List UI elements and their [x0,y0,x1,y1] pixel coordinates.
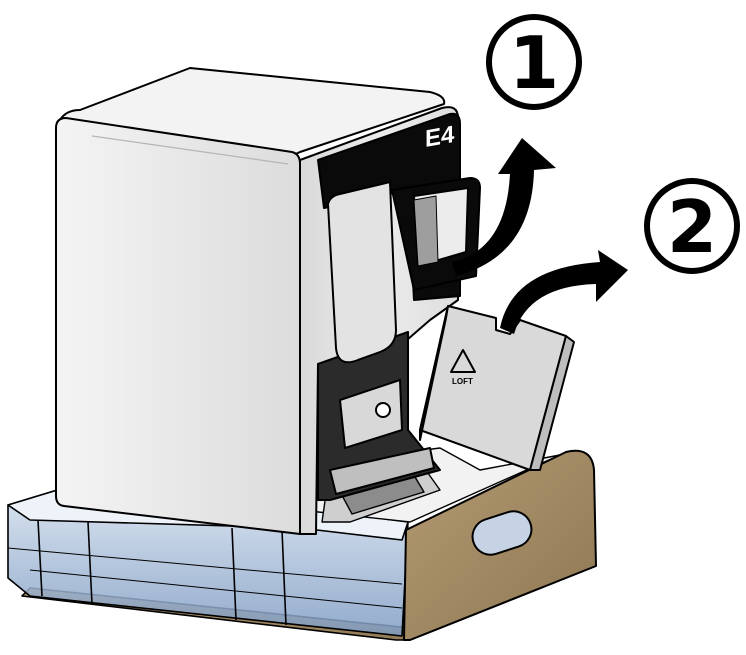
step-1-marker: 1 [486,14,582,110]
step-2-number: 2 [667,185,717,269]
curved-arrow-icon [500,250,628,334]
step-1-number: 1 [509,21,559,105]
handle-cutout [471,510,533,556]
cardboard-handle-panel [403,449,597,641]
front-cover [327,181,397,364]
release-knob [375,402,391,418]
step-2-arrow [500,250,628,334]
coffee-machine: E4 [55,67,481,535]
insert-badge-text: LOFT [452,377,473,386]
insert-badge: LOFT [450,349,476,386]
curved-arrow-icon [452,138,556,276]
packing-insert: LOFT [419,305,575,471]
step-1-arrow [452,138,556,276]
brand-label: E4 [425,121,455,153]
step-2-marker: 2 [644,178,740,274]
